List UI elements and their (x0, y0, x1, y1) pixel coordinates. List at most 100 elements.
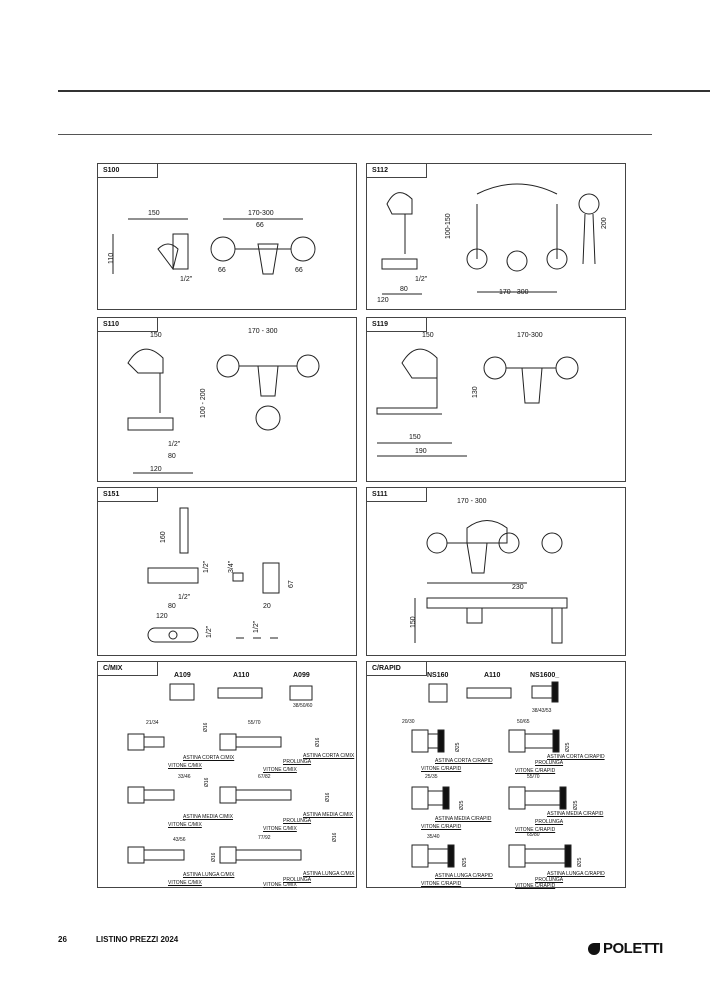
dim: Ø16 (332, 832, 338, 842)
s110-drawing (127, 348, 320, 474)
panel-code: S111 (367, 488, 427, 502)
part-label: VITONE C/RAPID (515, 827, 556, 833)
dim: Ø25 (573, 800, 579, 810)
dim: 66 (295, 267, 303, 274)
dim: 67/82 (258, 774, 271, 780)
dim: 190 (415, 448, 427, 455)
dim: Ø16 (325, 792, 331, 802)
part-label: PROLUNGA (283, 818, 312, 824)
poletti-logo: POLETTI (588, 940, 663, 957)
dim: 200 (601, 217, 608, 229)
dim: 55/70 (248, 720, 261, 726)
part-label: PROLUNGA (283, 759, 312, 765)
cmix-drawing (127, 683, 313, 864)
part-label: VITONE C/RAPID (515, 883, 556, 889)
dim: 1/2" (178, 594, 191, 601)
part-code: NS1600_ (530, 672, 560, 679)
part-label: PROLUNGA (535, 760, 564, 766)
part-label: VITONE C/MIX (168, 763, 202, 769)
part-label: PROLUNGA (283, 877, 312, 883)
dim: Ø16 (204, 777, 210, 787)
part-label: VITONE C/MIX (263, 882, 297, 888)
dim: 80 (168, 453, 176, 460)
dim: 170-300 (248, 210, 274, 217)
panel-code: S112 (367, 164, 427, 178)
part-label: ASTINA CORTA C/RAPID (435, 758, 493, 764)
dim: Ø16 (211, 852, 217, 862)
dim: 100-150 (445, 213, 452, 239)
dim: 1/2" (206, 625, 213, 638)
part-code: A110 (484, 672, 501, 679)
dim: 50/65 (517, 719, 530, 725)
panel-s119: S119 150 170-300 130 150 190 (366, 317, 626, 482)
part-label: ASTINA MEDIA C/MIX (183, 814, 234, 820)
part-label: ASTINA CORTA C/MIX (183, 755, 235, 761)
part-label: VITONE C/RAPID (421, 881, 462, 887)
dim: Ø25 (462, 857, 468, 867)
part-label: PROLUNGA (535, 877, 564, 883)
header-rule (58, 90, 710, 92)
dim: 150 (150, 332, 162, 339)
panel-cmix: C/MIX A109 A110 A099 38/50/60 21/34 55/7… (97, 661, 357, 888)
panel-code: S119 (367, 318, 427, 332)
panel-code: S151 (98, 488, 158, 502)
s112-drawing (381, 183, 600, 295)
dim: 1/2" (180, 276, 193, 283)
dim: 1/2" (415, 276, 428, 283)
dim: 43/56 (173, 837, 186, 843)
panel-code: C/MIX (98, 662, 158, 676)
dim: 170 - 300 (499, 289, 529, 296)
dim: 20/30 (402, 719, 415, 725)
s119-drawing (376, 348, 579, 457)
part-label: VITONE C/RAPID (421, 766, 462, 772)
dim: Ø25 (455, 742, 461, 752)
dim: Ø25 (459, 800, 465, 810)
dim: 120 (156, 613, 168, 620)
dim: 230 (512, 584, 524, 591)
dim: 55/70 (527, 774, 540, 780)
dim: 80 (400, 286, 408, 293)
dim: Ø16 (315, 737, 321, 747)
dim: 130 (472, 386, 479, 398)
dim: 150 (148, 210, 160, 217)
dim: 150 (410, 616, 417, 628)
panel-s110: S110 150 170 - 300 100 - 200 1/2" 80 120 (97, 317, 357, 482)
dim: 66 (256, 222, 264, 229)
part-label: VITONE C/MIX (263, 826, 297, 832)
dim: 1/2" (168, 441, 181, 448)
dim: Ø16 (203, 722, 209, 732)
dim: 25/35 (425, 774, 438, 780)
panel-s111: S111 170 - 300 230 150 (366, 487, 626, 656)
part-label: VITONE C/MIX (263, 767, 297, 773)
dim: 21/34 (146, 720, 159, 726)
part-label: VITONE C/MIX (168, 822, 202, 828)
panel-crapid: C/RAPID NS160 A110 NS1600_ 38/43/53 20/3… (366, 661, 626, 889)
part-label: VITONE C/MIX (168, 880, 202, 886)
dim: 160 (160, 531, 167, 543)
panel-code: S110 (98, 318, 158, 332)
dim: 120 (150, 466, 162, 473)
dim: 1/2" (253, 620, 260, 633)
dim: 38/43/53 (532, 708, 552, 714)
dim: 170-300 (517, 332, 543, 339)
part-label: ASTINA LUNGA C/RAPID (547, 871, 605, 877)
part-label: ASTINA LUNGA C/MIX (303, 871, 355, 877)
dim: 3/4" (228, 560, 235, 573)
dim: Ø25 (565, 742, 571, 752)
s111-drawing (414, 520, 568, 644)
part-code: A110 (233, 672, 250, 679)
dim: 1/2" (203, 560, 210, 573)
s151-drawing (147, 507, 280, 643)
dim: 77/92 (258, 835, 271, 841)
panel-s151: S151 160 1/2" 3/4" 67 1/2" 80 120 20 1/2… (97, 487, 357, 656)
part-label: VITONE C/RAPID (515, 768, 556, 774)
dim: 66 (218, 267, 226, 274)
part-label: ASTINA MEDIA C/RAPID (547, 811, 604, 817)
dim: 120 (377, 297, 389, 304)
part-label: ASTINA LUNGA C/RAPID (435, 873, 493, 879)
part-label: ASTINA LUNGA C/MIX (183, 872, 235, 878)
panel-code: S100 (98, 164, 158, 178)
poletti-logo-icon (588, 942, 600, 955)
dim: 80 (168, 603, 176, 610)
dim: 33/46 (178, 774, 191, 780)
